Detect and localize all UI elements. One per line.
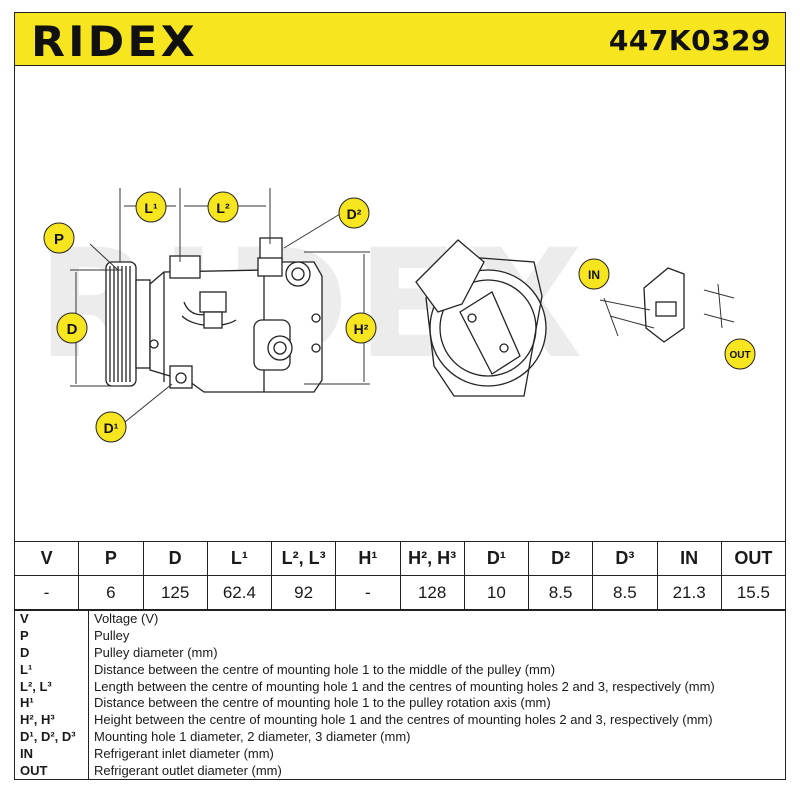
spec-value-cell: 6 (78, 575, 144, 610)
technical-drawing: RIDEX (37, 188, 756, 443)
legend-desc: Length between the centre of mounting ho… (94, 678, 715, 694)
legend-desc: Refrigerant inlet diameter (mm) (94, 745, 274, 761)
legend-abbr: L¹ (14, 661, 89, 679)
callout-d2-label: D² (347, 206, 362, 222)
legend-desc: Mounting hole 1 diameter, 2 diameter, 3 … (94, 728, 411, 744)
spec-value-cell: 92 (270, 575, 337, 610)
callout-in-label: IN (588, 268, 600, 282)
callout-in: IN (578, 258, 610, 290)
callout-l2: L² (207, 191, 239, 223)
spec-header-cell: D² (527, 541, 594, 576)
callout-p: P (43, 222, 75, 254)
legend-table: V Voltage (V) P Pulley D Pulley diameter (m… (14, 610, 786, 780)
spec-header-cell: L², L³ (270, 541, 337, 576)
legend-abbr: V (14, 610, 89, 628)
legend-desc: Refrigerant outlet diameter (mm) (94, 762, 282, 778)
spec-header-cell: IN (656, 541, 722, 576)
spec-header-cell: V (13, 541, 80, 576)
callout-d-label: D (67, 321, 78, 338)
spec-value-row: - 6 125 62.4 92 - 128 10 8.5 8.5 21.3 15… (13, 575, 787, 610)
legend-desc: Height between the centre of mounting ho… (94, 712, 713, 728)
legend-row: D Pulley diameter (mm) (14, 644, 786, 662)
callout-l1-label: L¹ (144, 200, 158, 216)
legend-desc: Pulley (94, 628, 130, 644)
part-number: 447K0329 (608, 24, 771, 57)
callout-d1: D¹ (95, 411, 127, 443)
legend-abbr: IN (14, 745, 89, 763)
callout-h2: H² (345, 312, 377, 344)
legend-row: L¹ Distance between the centre of mountin… (14, 661, 786, 679)
spec-value-cell: 10 (463, 575, 530, 610)
legend-abbr: D (14, 644, 89, 662)
callout-h2-label: H² (354, 321, 369, 337)
spec-value-cell: - (13, 575, 80, 610)
spec-header-cell: D¹ (463, 541, 530, 576)
callout-out-label: OUT (729, 350, 750, 361)
legend-row: H², H³ Height between the centre of mount… (14, 711, 786, 729)
spec-header-cell: D³ (592, 541, 658, 576)
legend-row: V Voltage (V) (14, 610, 786, 628)
compressor-side-view (105, 237, 323, 393)
legend-abbr: L², L³ (14, 678, 89, 695)
spec-header-cell: H², H³ (399, 541, 465, 576)
drawing-frame (14, 66, 786, 544)
spec-header-cell: H¹ (335, 541, 401, 576)
spec-header-cell: P (78, 541, 144, 576)
legend-row: L², L³ Length between the centre of mount… (14, 678, 786, 695)
spec-table: V P D L¹ L², L³ H¹ H², H³ D¹ D² D³ IN OU… (13, 541, 787, 610)
legend-abbr: H¹ (14, 694, 89, 712)
legend-abbr: OUT (14, 762, 89, 780)
brand-header: RIDEX 447K0329 (14, 12, 786, 66)
spec-value-cell: 8.5 (527, 575, 594, 610)
callout-out: OUT (724, 338, 756, 370)
spec-value-cell: 62.4 (206, 575, 273, 610)
callout-l1: L¹ (135, 191, 167, 223)
legend-desc: Voltage (V) (94, 611, 159, 627)
callout-d: D (56, 312, 88, 344)
callout-p-label: P (54, 231, 64, 248)
legend-desc: Pulley diameter (mm) (94, 644, 218, 660)
spec-value-cell: 21.3 (656, 575, 722, 610)
legend-row: OUT Refrigerant outlet diameter (mm) (14, 762, 786, 780)
spec-header-cell: D (142, 541, 208, 576)
legend-desc: Distance between the centre of mounting … (94, 661, 556, 677)
legend-row: IN Refrigerant inlet diameter (mm) (14, 745, 786, 763)
legend-abbr: P (14, 627, 89, 645)
ridex-logo: RIDEX (31, 17, 198, 66)
legend-row: P Pulley (14, 627, 786, 645)
spec-value-cell: 15.5 (720, 575, 787, 610)
spec-value-cell: 8.5 (592, 575, 658, 610)
legend-row: H¹ Distance between the centre of mountin… (14, 694, 786, 712)
legend-row: D¹, D², D³ Mounting hole 1 diameter, 2 di… (14, 728, 786, 746)
spec-value-cell: 125 (142, 575, 208, 610)
callout-d2: D² (338, 197, 370, 229)
callout-l2-label: L² (216, 200, 230, 216)
compressor-front-view (415, 239, 547, 397)
spec-header-row: V P D L¹ L², L³ H¹ H², H³ D¹ D² D³ IN OU… (13, 541, 787, 576)
legend-abbr: D¹, D², D³ (14, 728, 89, 746)
spec-header-cell: OUT (720, 541, 787, 576)
legend-desc: Distance between the centre of mounting … (94, 695, 551, 711)
fittings-view (599, 267, 735, 343)
spec-header-cell: L¹ (206, 541, 273, 576)
spec-value-cell: - (335, 575, 401, 610)
spec-value-cell: 128 (399, 575, 465, 610)
legend-abbr: H², H³ (14, 711, 89, 729)
callout-d1-label: D¹ (104, 420, 119, 436)
